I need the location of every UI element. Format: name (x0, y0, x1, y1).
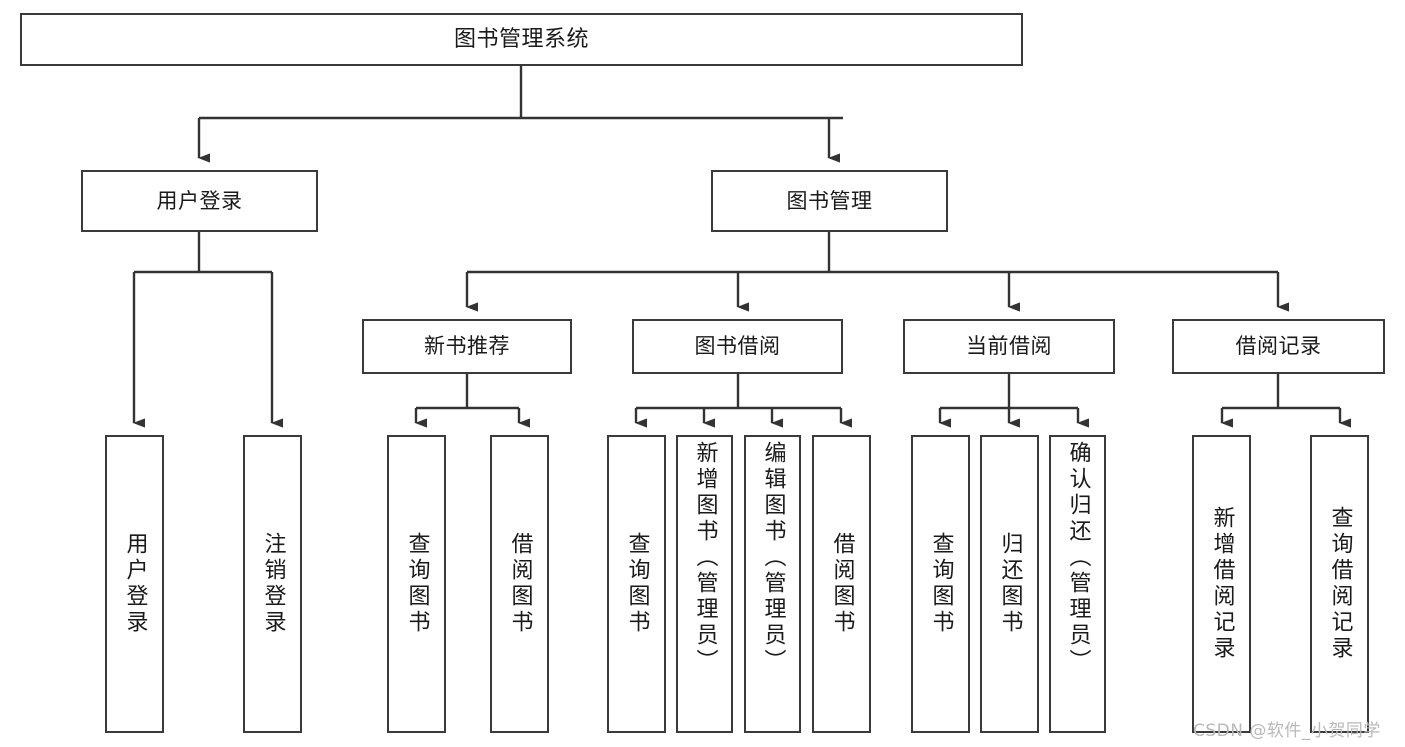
node-label: 用户登录 (156, 188, 243, 213)
leaf-edit-book-admin[interactable]: 编辑图书（管理员） (744, 435, 801, 733)
node-user-login[interactable]: 用户登录 (81, 170, 318, 232)
leaf-borrow-borrow-book[interactable]: 借阅图书 (812, 435, 871, 733)
leaf-borrow-query-book[interactable]: 查询图书 (607, 435, 666, 733)
node-current-borrow[interactable]: 当前借阅 (903, 319, 1115, 374)
node-label: 借阅图书 (507, 532, 533, 636)
node-book-borrow[interactable]: 图书借阅 (632, 319, 843, 374)
leaf-recommend-borrow-book[interactable]: 借阅图书 (490, 435, 549, 733)
leaf-confirm-return-admin[interactable]: 确认归还（管理员） (1049, 435, 1106, 733)
node-label: 图书管理 (786, 188, 873, 213)
leaf-recommend-query-book[interactable]: 查询图书 (387, 435, 446, 733)
node-label: 查询借阅记录 (1327, 506, 1353, 662)
node-label: 确认归还（管理员） (1065, 441, 1091, 675)
node-label: 借阅图书 (829, 532, 855, 636)
node-label: 新书推荐 (424, 334, 510, 359)
leaf-current-query-book[interactable]: 查询图书 (911, 435, 970, 733)
node-label: 图书借阅 (694, 334, 781, 359)
node-label: 注销登录 (260, 532, 286, 636)
node-new-book-recommend[interactable]: 新书推荐 (362, 319, 572, 374)
node-label: 当前借阅 (966, 334, 1052, 359)
node-label: 用户登录 (122, 532, 148, 636)
csdn-watermark: CSDN @软件_小贺同学 (1193, 721, 1381, 741)
leaf-return-book[interactable]: 归还图书 (980, 435, 1039, 733)
node-book-management[interactable]: 图书管理 (711, 170, 948, 232)
node-label: 新增图书（管理员） (692, 441, 718, 675)
leaf-user-login[interactable]: 用户登录 (105, 435, 164, 733)
node-label: 借阅记录 (1235, 334, 1322, 359)
node-label: 编辑图书（管理员） (760, 441, 786, 675)
node-label: 新增借阅记录 (1209, 506, 1235, 662)
node-label: 查询图书 (404, 532, 430, 636)
node-label: 归还图书 (997, 532, 1023, 636)
leaf-query-borrow-record[interactable]: 查询借阅记录 (1310, 435, 1369, 733)
node-root-system[interactable]: 图书管理系统 (20, 13, 1023, 66)
leaf-logout[interactable]: 注销登录 (243, 435, 302, 733)
node-borrow-record[interactable]: 借阅记录 (1172, 319, 1385, 374)
node-label: 查询图书 (928, 532, 954, 636)
leaf-add-borrow-record[interactable]: 新增借阅记录 (1192, 435, 1251, 733)
leaf-add-book-admin[interactable]: 新增图书（管理员） (676, 435, 733, 733)
node-label: 图书管理系统 (453, 26, 589, 52)
node-label: 查询图书 (624, 532, 650, 636)
